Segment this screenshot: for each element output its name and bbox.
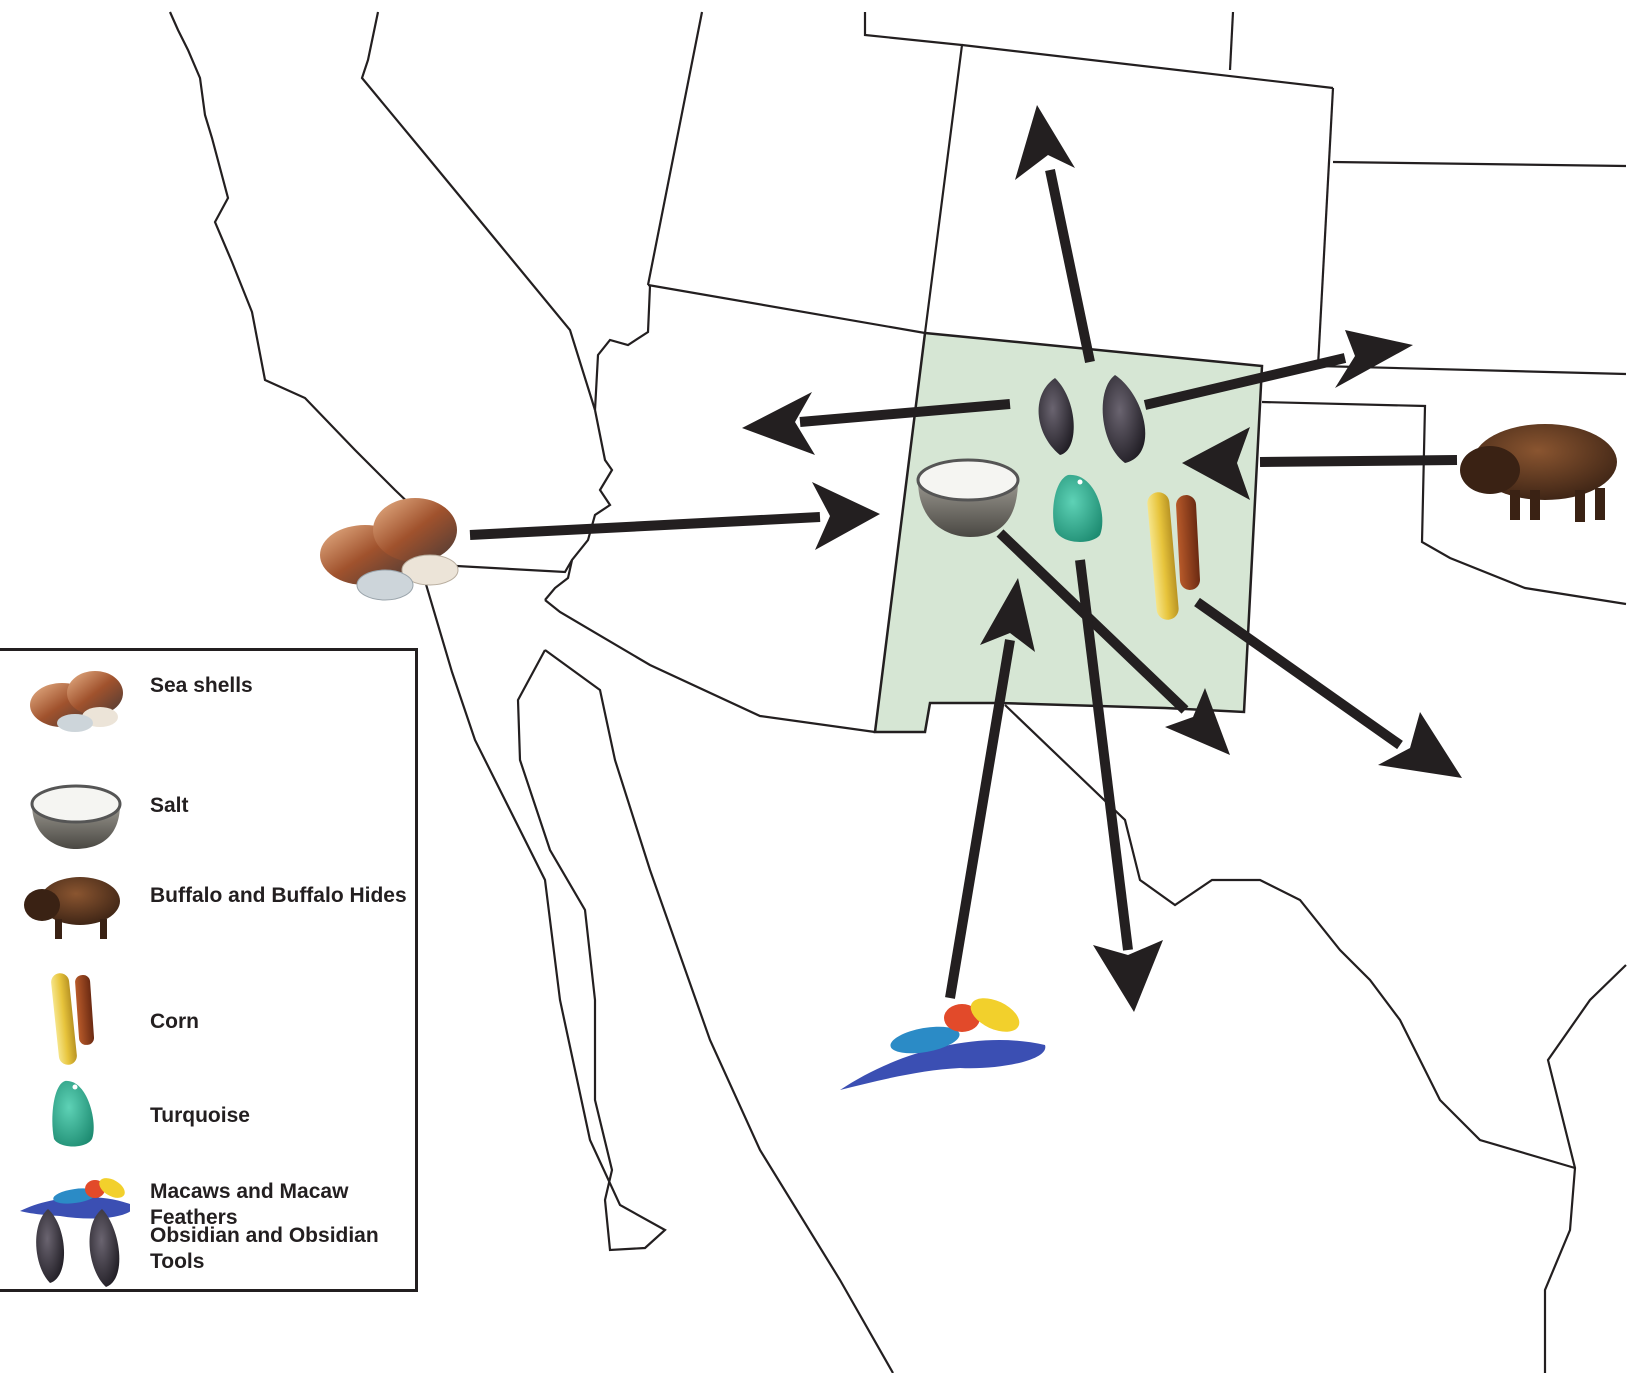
legend-label: Obsidian and Obsidian Tools	[150, 1224, 379, 1273]
macaw-feathers-icon	[840, 998, 1046, 1090]
legend: Sea shells Salt Buffalo and Buffalo Hide…	[0, 648, 418, 1292]
legend-item-corn: Corn	[0, 969, 418, 1069]
corn-icon	[1147, 492, 1200, 620]
legend-item-obsidian: Obsidian and Obsidian Tools	[0, 1207, 418, 1289]
legend-item-turquoise: Turquoise	[0, 1079, 418, 1159]
legend-label: Corn	[150, 1010, 199, 1033]
corn-icon	[51, 973, 95, 1065]
legend-label: Salt	[150, 794, 189, 817]
legend-item-buffalo: Buffalo and Buffalo Hides	[0, 871, 418, 961]
obsidian-icon	[1038, 375, 1146, 463]
state-borders	[168, 11, 1627, 1373]
turquoise-icon	[1053, 474, 1103, 542]
legend-label: Turquoise	[150, 1104, 250, 1127]
trade-arrows	[469, 105, 1462, 1012]
legend-label: Buffalo and Buffalo Hides	[150, 884, 407, 907]
legend-item-salt: Salt	[0, 769, 418, 859]
buffalo-icon	[24, 877, 120, 939]
turquoise-icon	[52, 1080, 94, 1147]
salt-icon	[916, 458, 1020, 537]
legend-item-macaw-feathers: Macaws and Macaw Feathers	[0, 1171, 418, 1241]
salt-icon	[30, 784, 122, 849]
legend-label: Sea shells	[150, 674, 253, 697]
legend-item-sea-shells: Sea shells	[0, 665, 418, 745]
legend-label: Macaws and Macaw Feathers	[150, 1180, 349, 1229]
sea-shells-icon	[320, 498, 459, 601]
obsidian-icon	[36, 1209, 120, 1287]
buffalo-icon	[1460, 424, 1617, 522]
sea-shells-icon	[30, 671, 123, 732]
